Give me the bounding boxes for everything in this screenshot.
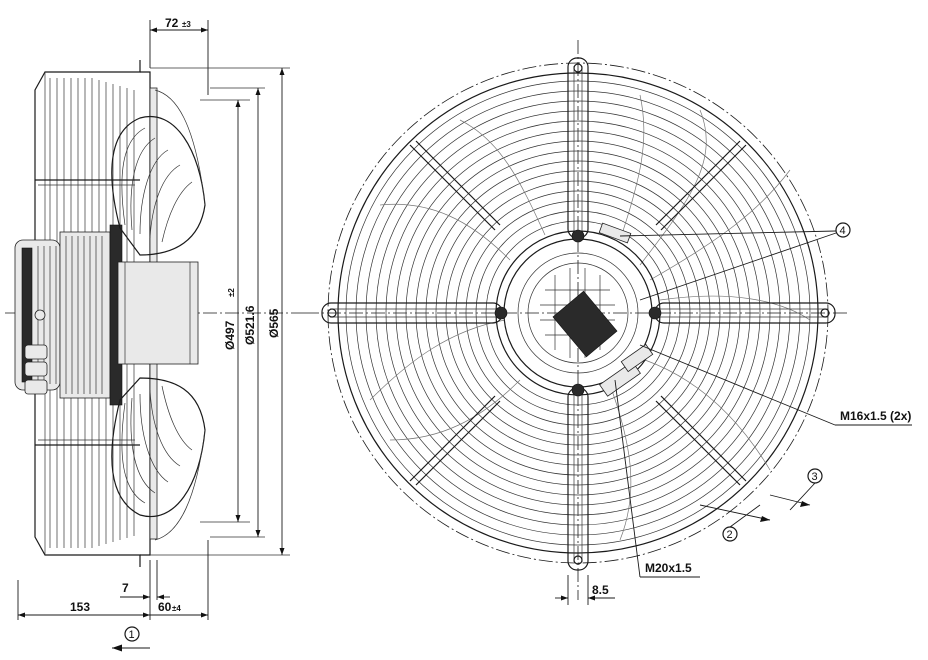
motor-body — [14, 224, 123, 406]
blades-front — [369, 94, 811, 541]
dim-72-tolerance: ±3 — [182, 20, 191, 29]
thread-m16-callout: M16x1.5 (2x) — [639, 344, 912, 426]
callout-1-label: 1 — [129, 629, 135, 641]
blade-profile — [111, 89, 206, 541]
dim-497-value: Ø497 — [223, 320, 237, 350]
dim-72-value: 72 — [165, 16, 179, 30]
dim-60-tolerance: ±4 — [172, 604, 181, 613]
callout-3: 3 — [769, 468, 823, 511]
grille-spokes — [409, 140, 747, 486]
grille-rings — [337, 72, 819, 554]
dim-565-value: Ø565 — [267, 308, 281, 338]
callout-4: 4 — [619, 222, 851, 301]
dim-497-tolerance: ±2 — [227, 288, 236, 297]
dimension-bottom: 7 153 60 ±4 — [17, 540, 209, 620]
callout-3-label: 3 — [812, 471, 818, 483]
callout-2-label: 2 — [727, 529, 733, 541]
thread-m16-label: M16x1.5 (2x) — [840, 409, 911, 423]
callout-4-label: 4 — [840, 225, 846, 237]
callout-1-airflow: 1 — [112, 626, 150, 652]
dim-153-value: 153 — [70, 600, 90, 614]
dim-521-6-value: Ø521.6 — [243, 305, 257, 345]
dimension-8-5: 8.5 — [555, 575, 615, 605]
dim-8-5-value: 8.5 — [592, 583, 609, 597]
side-view: 72 ±3 Ø497 ±2 Ø521.6 Ø565 — [5, 16, 305, 652]
motor-front — [494, 222, 662, 397]
dimension-diameters: Ø497 ±2 Ø521.6 Ø565 — [150, 67, 290, 556]
front-view: 4 M16x1.5 (2x) 3 2 — [305, 40, 912, 605]
thread-m20-label: M20x1.5 — [645, 561, 692, 575]
dimension-72: 72 ±3 — [149, 16, 209, 95]
thread-m20-callout: M20x1.5 — [614, 379, 700, 578]
dim-60-value: 60 — [158, 600, 172, 614]
callout-2: 2 — [699, 504, 771, 542]
dim-7-value: 7 — [122, 581, 129, 595]
